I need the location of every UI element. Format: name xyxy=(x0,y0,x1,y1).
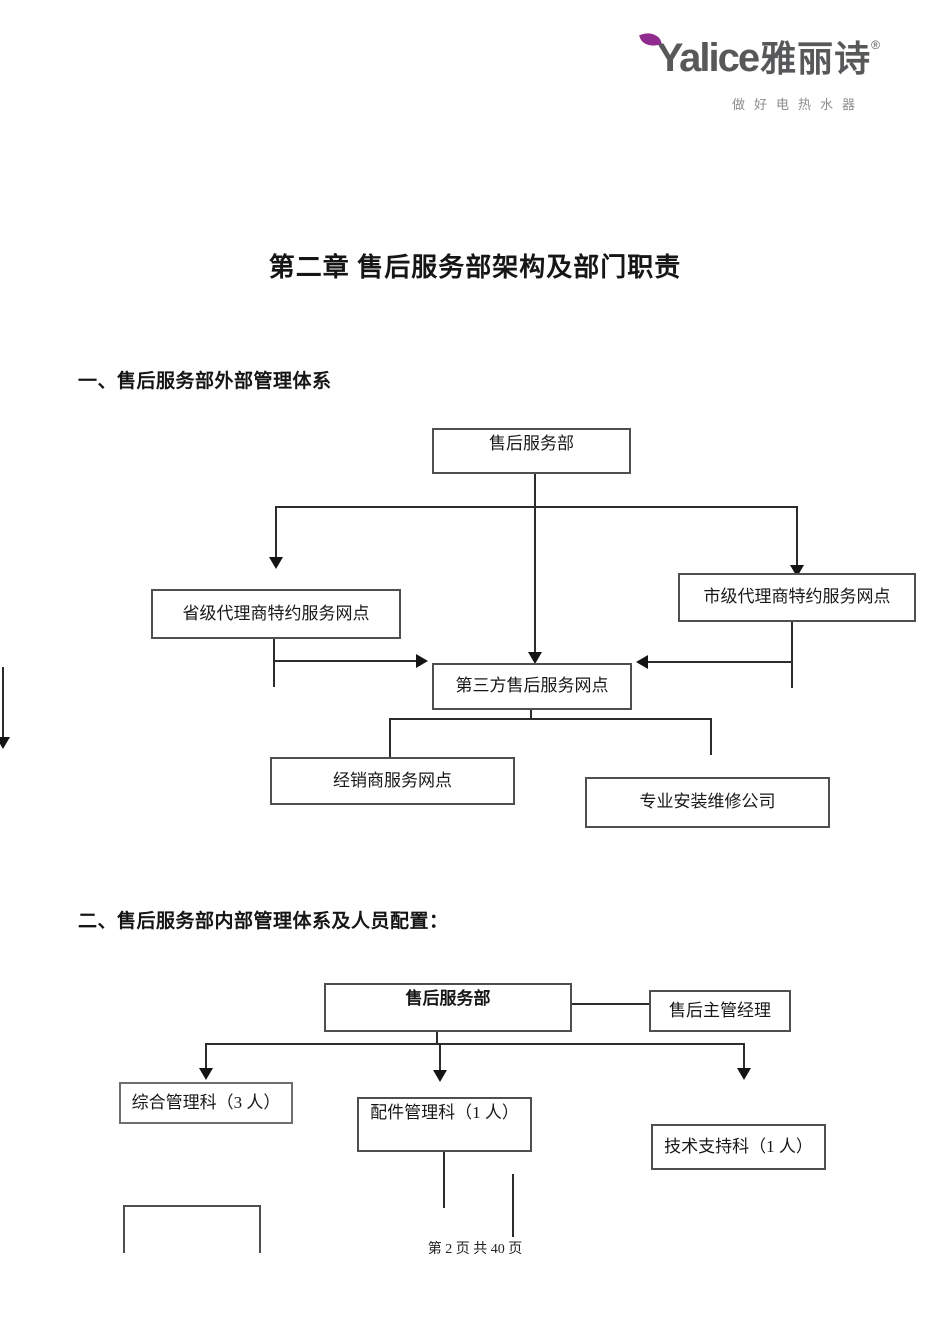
chart2-tech-label: 技术支持科（1 人） xyxy=(664,1136,813,1156)
logo-brand-cn: 雅丽诗 xyxy=(760,38,872,79)
page-footer: 第 2 页 共 40 页 xyxy=(427,1242,523,1257)
connector-drop-dealer xyxy=(389,718,391,757)
chart2-root-box: 售后服务部 xyxy=(324,983,572,1032)
section1-heading: 一、售后服务部外部管理体系 xyxy=(78,371,332,392)
connector-drop-parts xyxy=(439,1043,441,1071)
chart1-province-box: 省级代理商特约服务网点 xyxy=(151,589,401,639)
connector-drop-installer xyxy=(710,718,712,755)
chart1-province-label: 省级代理商特约服务网点 xyxy=(182,603,370,623)
chart1-installer-box: 专业安装维修公司 xyxy=(585,777,830,828)
connector-root-tail xyxy=(436,1032,438,1044)
chart2-general-box: 综合管理科（3 人） xyxy=(119,1082,293,1124)
chart1-root-box: 售后服务部 xyxy=(432,428,631,474)
chart2-parts-box: 配件管理科（1 人） xyxy=(357,1097,532,1152)
connector-province-tail xyxy=(273,639,275,687)
chart1-thirdparty-box: 第三方售后服务网点 xyxy=(432,663,632,710)
chart1-thirdparty-label: 第三方售后服务网点 xyxy=(455,676,609,696)
arrow-down-parts-icon xyxy=(433,1070,447,1082)
chart1-city-label: 市级代理商特约服务网点 xyxy=(703,587,891,607)
page-title: 第二章 售后服务部架构及部门职责 xyxy=(268,253,682,282)
connector-drop-tech xyxy=(743,1043,745,1069)
connector-branch-bottom xyxy=(389,718,712,720)
chart2-manager-label: 售后主管经理 xyxy=(669,1000,771,1020)
connector-branch-top xyxy=(276,506,798,508)
section2-heading: 二、售后服务部内部管理体系及人员配置： xyxy=(78,911,449,932)
chart2-root-label: 售后服务部 xyxy=(405,989,491,1008)
connector-city-to-thirdparty xyxy=(648,661,792,663)
connector-parts-tail-right xyxy=(512,1174,514,1237)
chart2-manager-box: 售后主管经理 xyxy=(649,990,791,1032)
logo-tagline: 做好电热水器 xyxy=(731,97,864,112)
logo-brand-latin: Yalice xyxy=(656,36,760,80)
arrow-down-tech-icon xyxy=(737,1068,751,1080)
brand-logo: Yalice 雅丽诗 ® 做好电热水器 xyxy=(628,29,880,113)
arrow-down-thirdparty-icon xyxy=(528,652,542,664)
chart2-tech-box: 技术支持科（1 人） xyxy=(651,1124,826,1170)
arrow-right-thirdparty-icon xyxy=(416,654,428,668)
chart2-unfinished-box xyxy=(123,1205,261,1253)
connector-thirdparty-tail xyxy=(530,710,532,719)
connector-root-to-manager xyxy=(572,1003,649,1005)
registered-mark-icon: ® xyxy=(871,38,880,52)
chart1-dealer-box: 经销商服务网点 xyxy=(270,757,515,805)
chart1-city-box: 市级代理商特约服务网点 xyxy=(678,573,916,622)
connector-province-to-thirdparty xyxy=(274,660,416,662)
connector-city-tail xyxy=(791,622,793,688)
connector-root-to-thirdparty xyxy=(534,474,536,652)
chart1-installer-label: 专业安装维修公司 xyxy=(639,792,776,812)
chart2-parts-label: 配件管理科（1 人） xyxy=(370,1103,519,1122)
chart1-dealer-label: 经销商服务网点 xyxy=(333,770,452,790)
chart1-root-label: 售后服务部 xyxy=(489,434,574,453)
page-edge-stray-line xyxy=(2,667,4,738)
connector-drop-city xyxy=(796,506,798,566)
arrow-down-province-icon xyxy=(269,557,283,569)
connector-branch-row xyxy=(205,1043,745,1045)
arrow-down-general-icon xyxy=(199,1068,213,1080)
logo-brand-row: Yalice 雅丽诗 ® xyxy=(628,29,880,90)
connector-drop-province xyxy=(275,506,277,558)
arrow-left-thirdparty-icon xyxy=(636,655,648,669)
connector-parts-tail-left xyxy=(443,1152,445,1208)
chart2-general-label: 综合管理科（3 人） xyxy=(131,1092,281,1112)
connector-drop-general xyxy=(205,1043,207,1069)
page-edge-stray-arrow-icon xyxy=(0,737,10,749)
